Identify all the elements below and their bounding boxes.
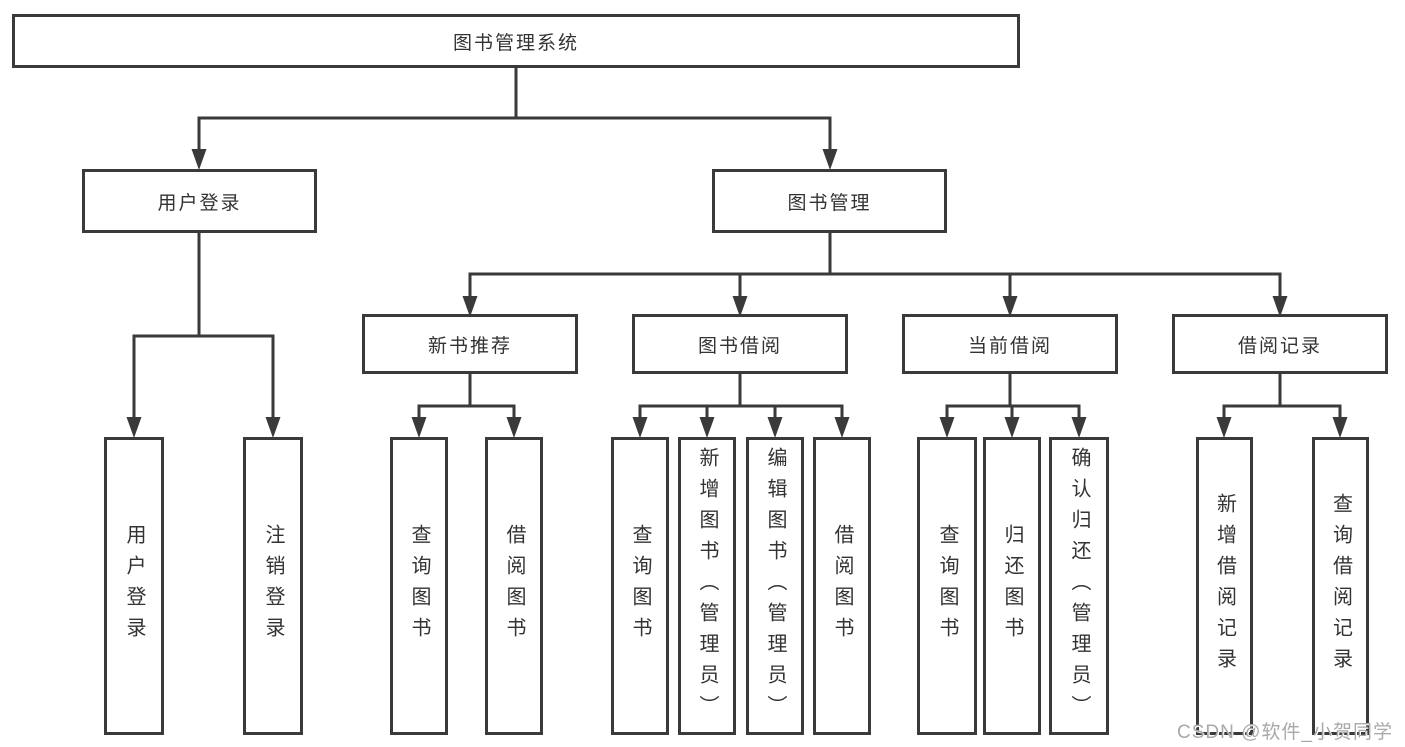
leaf-recommend-query-books: 查询图书 xyxy=(390,437,448,735)
leaf-records-add-record: 新增借阅记录 xyxy=(1196,437,1253,735)
leaf-borrowing-add-books-admin-label: 新增图书（管理员） xyxy=(696,446,718,726)
leaf-borrowing-query-books: 查询图书 xyxy=(611,437,669,735)
leaf-borrowing-borrow-books: 借阅图书 xyxy=(813,437,871,735)
leaf-current-query-books-label: 查询图书 xyxy=(936,524,958,648)
leaf-logout-login-label: 注销登录 xyxy=(262,524,284,648)
leaf-records-query-record: 查询借阅记录 xyxy=(1312,437,1369,735)
leaf-current-confirm-return-admin: 确认归还（管理员） xyxy=(1049,437,1109,735)
node-new-book-recommendation: 新书推荐 xyxy=(362,314,578,374)
leaf-current-confirm-return-admin-label: 确认归还（管理员） xyxy=(1068,446,1090,726)
node-user-login: 用户登录 xyxy=(82,169,317,233)
leaf-user-login: 用户登录 xyxy=(104,437,164,735)
leaf-current-query-books: 查询图书 xyxy=(917,437,977,735)
leaf-borrowing-query-books-label: 查询图书 xyxy=(629,524,651,648)
csdn-watermark: CSDN @软件_小贺同学 xyxy=(1177,722,1393,743)
node-user-login-label: 用户登录 xyxy=(157,192,242,214)
node-book-management-label: 图书管理 xyxy=(787,192,872,214)
node-book-borrowing-label: 图书借阅 xyxy=(697,335,782,357)
node-book-borrowing: 图书借阅 xyxy=(632,314,848,374)
leaf-borrowing-borrow-books-label: 借阅图书 xyxy=(831,524,853,648)
leaf-current-return-books: 归还图书 xyxy=(983,437,1041,735)
leaf-current-return-books-label: 归还图书 xyxy=(1001,524,1023,648)
node-root-label: 图书管理系统 xyxy=(452,32,579,54)
node-current-borrowing-label: 当前借阅 xyxy=(967,335,1052,357)
leaf-borrowing-add-books-admin: 新增图书（管理员） xyxy=(678,437,736,735)
leaf-records-add-record-label: 新增借阅记录 xyxy=(1213,493,1236,679)
leaf-recommend-borrow-books: 借阅图书 xyxy=(485,437,543,735)
node-root: 图书管理系统 xyxy=(12,14,1020,68)
node-book-management: 图书管理 xyxy=(712,169,947,233)
leaf-borrowing-edit-books-admin-label: 编辑图书（管理员） xyxy=(764,446,786,726)
leaf-user-login-label: 用户登录 xyxy=(123,524,145,648)
leaf-recommend-borrow-books-label: 借阅图书 xyxy=(503,524,525,648)
leaf-records-query-record-label: 查询借阅记录 xyxy=(1329,493,1352,679)
arrowheads xyxy=(126,149,1348,438)
leaf-borrowing-edit-books-admin: 编辑图书（管理员） xyxy=(746,437,804,735)
node-new-book-recommendation-label: 新书推荐 xyxy=(427,335,512,357)
node-borrowing-records: 借阅记录 xyxy=(1172,314,1388,374)
node-current-borrowing: 当前借阅 xyxy=(902,314,1118,374)
leaf-recommend-query-books-label: 查询图书 xyxy=(408,524,430,648)
node-borrowing-records-label: 借阅记录 xyxy=(1237,335,1322,357)
leaf-logout-login: 注销登录 xyxy=(243,437,303,735)
